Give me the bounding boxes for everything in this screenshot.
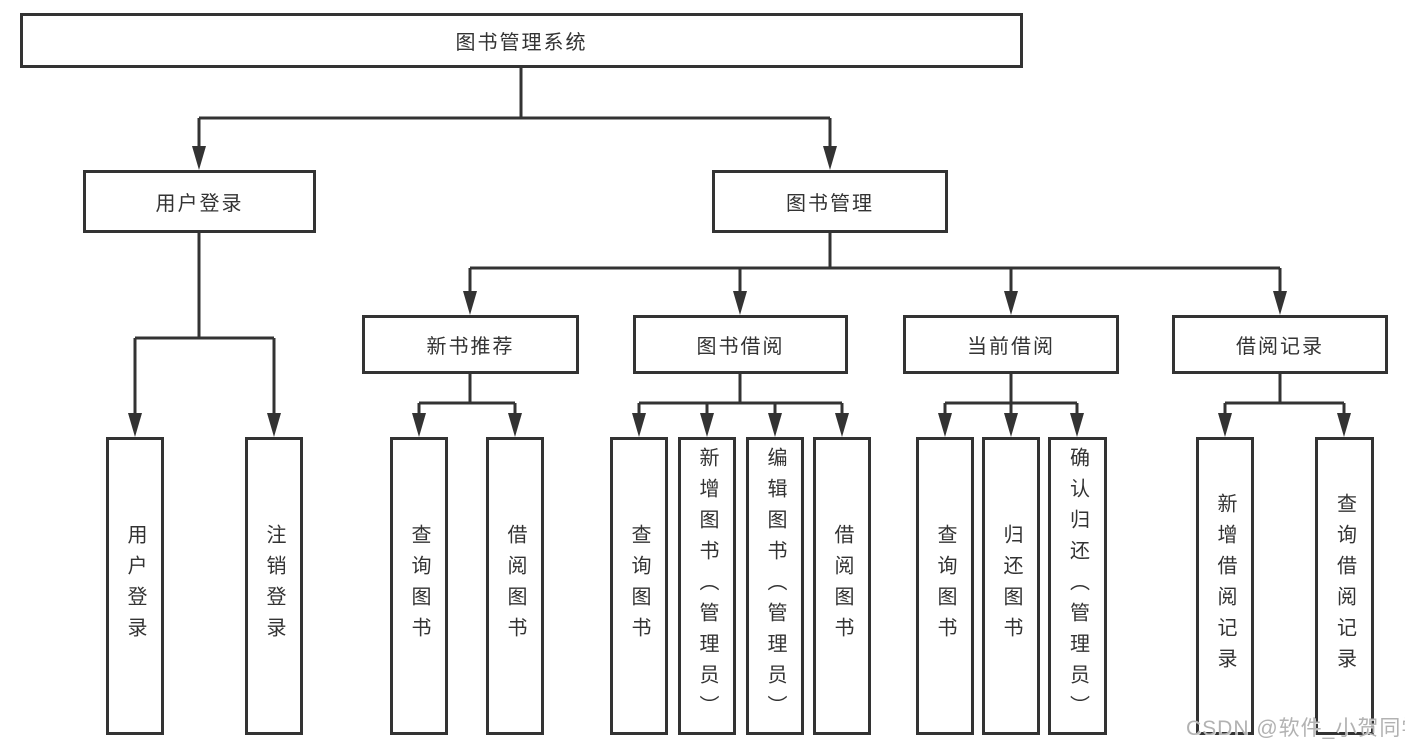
arrow-down-icon	[1337, 413, 1351, 437]
node-current-borrow-label: 当前借阅	[967, 336, 1055, 358]
arrow-down-icon	[463, 291, 477, 315]
arrow-down-icon	[823, 146, 837, 170]
leaf-borrow-add-books-label: 新增图书（管理员）	[696, 446, 718, 726]
leaf-records-query-record-label: 查询借阅记录	[1333, 493, 1356, 679]
leaf-borrow-add-books: 新增图书（管理员）	[678, 437, 736, 735]
arrow-down-icon	[700, 413, 714, 437]
node-borrow-records-label: 借阅记录	[1236, 336, 1324, 358]
leaf-current-query-books: 查询图书	[916, 437, 974, 735]
leaf-borrow-borrow-books-label: 借阅图书	[831, 524, 853, 648]
leaf-borrow-query-books-label: 查询图书	[628, 524, 650, 648]
tree-edges	[133, 68, 1346, 417]
leaf-records-add-record: 新增借阅记录	[1196, 437, 1254, 735]
arrow-down-icon	[1273, 291, 1287, 315]
node-book-management: 图书管理	[712, 170, 948, 233]
arrow-down-icon	[1218, 413, 1232, 437]
leaf-current-return-books-label: 归还图书	[1000, 524, 1022, 648]
leaf-current-query-books-label: 查询图书	[934, 524, 956, 648]
leaf-borrow-edit-books-label: 编辑图书（管理员）	[764, 446, 786, 726]
node-user-login: 用户登录	[83, 170, 316, 233]
arrow-down-icon	[733, 291, 747, 315]
arrow-down-icon	[508, 413, 522, 437]
leaf-current-confirm-return-label: 确认归还（管理员）	[1066, 446, 1089, 726]
node-book-management-label: 图书管理	[786, 193, 874, 215]
arrow-down-icon	[267, 413, 281, 437]
node-borrow-records: 借阅记录	[1172, 315, 1388, 374]
arrow-down-icon	[835, 413, 849, 437]
arrow-down-icon	[192, 146, 206, 170]
leaf-newrec-borrow-books-label: 借阅图书	[504, 524, 526, 648]
node-book-borrow: 图书借阅	[633, 315, 848, 374]
arrow-down-icon	[768, 413, 782, 437]
node-new-book-recommend-label: 新书推荐	[426, 336, 515, 358]
arrow-down-icon	[1070, 413, 1084, 437]
arrow-down-icon	[412, 413, 426, 437]
node-root: 图书管理系统	[20, 13, 1023, 68]
leaf-records-add-record-label: 新增借阅记录	[1214, 493, 1236, 679]
leaf-borrow-query-books: 查询图书	[610, 437, 668, 735]
node-current-borrow: 当前借阅	[903, 315, 1119, 374]
leaf-borrow-borrow-books: 借阅图书	[813, 437, 871, 735]
leaf-logout-login: 注销登录	[245, 437, 303, 735]
leaf-user-login: 用户登录	[106, 437, 164, 735]
leaf-current-return-books: 归还图书	[982, 437, 1040, 735]
node-root-label: 图书管理系统	[455, 32, 588, 54]
arrowheads	[128, 146, 1351, 437]
leaf-newrec-query-books-label: 查询图书	[408, 524, 430, 648]
arrow-down-icon	[1004, 413, 1018, 437]
leaf-newrec-query-books: 查询图书	[390, 437, 448, 735]
arrow-down-icon	[938, 413, 952, 437]
leaf-borrow-edit-books: 编辑图书（管理员）	[746, 437, 804, 735]
node-book-borrow-label: 图书借阅	[696, 336, 785, 358]
arrow-down-icon	[1004, 291, 1018, 315]
leaf-logout-login-label: 注销登录	[263, 524, 285, 648]
node-new-book-recommend: 新书推荐	[362, 315, 579, 374]
leaf-records-query-record: 查询借阅记录	[1315, 437, 1374, 735]
arrow-down-icon	[632, 413, 646, 437]
leaf-newrec-borrow-books: 借阅图书	[486, 437, 544, 735]
watermark: CSDN @软件_小贺同学	[1186, 717, 1405, 740]
arrow-down-icon	[128, 413, 142, 437]
leaf-current-confirm-return: 确认归还（管理员）	[1048, 437, 1107, 735]
node-user-login-label: 用户登录	[155, 193, 244, 215]
leaf-user-login-label: 用户登录	[124, 524, 146, 648]
